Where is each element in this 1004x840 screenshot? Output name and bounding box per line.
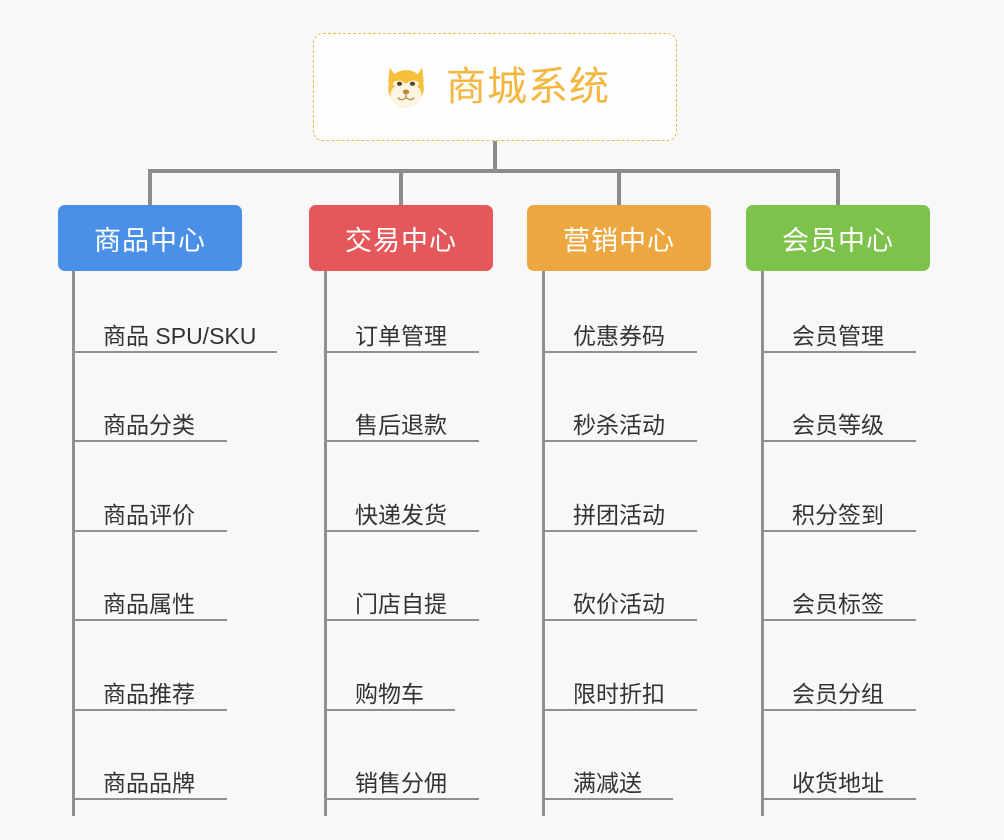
category-header-label: 会员中心 (782, 225, 894, 256)
leaf-item[interactable]: 商品属性 (72, 581, 227, 621)
leaf-item[interactable]: 砍价活动 (542, 581, 697, 621)
leaf-label: 会员管理 (792, 322, 884, 349)
leaf-item[interactable]: 销售分佣 (324, 760, 479, 800)
leaf-label: 积分签到 (792, 501, 884, 528)
connector-drop-4 (836, 169, 840, 207)
leaf-label: 商品品牌 (103, 769, 195, 796)
leaf-item[interactable]: 商品品牌 (72, 760, 227, 800)
leaf-item[interactable]: 限时折扣 (542, 671, 697, 711)
leaf-item[interactable]: 积分签到 (761, 492, 916, 532)
leaf-label: 销售分佣 (355, 769, 447, 796)
leaf-label: 收货地址 (792, 769, 884, 796)
column-spine-1 (72, 271, 75, 816)
leaf-label: 商品推荐 (103, 680, 195, 707)
leaf-label: 限时折扣 (573, 680, 665, 707)
leaf-label: 优惠券码 (573, 322, 665, 349)
leaf-item[interactable]: 商品 SPU/SKU (72, 313, 277, 353)
category-header-label: 商品中心 (94, 225, 206, 256)
leaf-item[interactable]: 拼团活动 (542, 492, 697, 532)
root-node-title: 商城系统 (446, 65, 610, 109)
connector-root-trunk (493, 141, 497, 171)
column-spine-4 (761, 271, 764, 816)
leaf-label: 砍价活动 (573, 590, 665, 617)
leaf-item[interactable]: 购物车 (324, 671, 455, 711)
leaf-item[interactable]: 会员等级 (761, 402, 916, 442)
leaf-item[interactable]: 秒杀活动 (542, 402, 697, 442)
leaf-label: 拼团活动 (573, 501, 665, 528)
leaf-label: 会员分组 (792, 680, 884, 707)
leaf-label: 订单管理 (355, 322, 447, 349)
leaf-item[interactable]: 商品评价 (72, 492, 227, 532)
leaf-item[interactable]: 优惠券码 (542, 313, 697, 353)
leaf-item[interactable]: 收货地址 (761, 760, 916, 800)
leaf-label: 商品分类 (103, 411, 195, 438)
leaf-item[interactable]: 门店自提 (324, 581, 479, 621)
leaf-item[interactable]: 会员标签 (761, 581, 916, 621)
root-node-shop-system[interactable]: 商城系统 (313, 33, 677, 141)
leaf-label: 会员标签 (792, 590, 884, 617)
leaf-label: 满减送 (573, 769, 642, 796)
connector-drop-2 (399, 169, 403, 207)
connector-drop-1 (148, 169, 152, 207)
category-header-member-center[interactable]: 会员中心 (746, 205, 930, 271)
leaf-item[interactable]: 商品推荐 (72, 671, 227, 711)
leaf-label: 秒杀活动 (573, 411, 665, 438)
leaf-label: 会员等级 (792, 411, 884, 438)
leaf-item[interactable]: 售后退款 (324, 402, 479, 442)
category-header-trade-center[interactable]: 交易中心 (309, 205, 493, 271)
connector-drop-3 (617, 169, 621, 207)
leaf-label: 售后退款 (355, 411, 447, 438)
connector-horizontal-bus (149, 169, 839, 173)
category-header-product-center[interactable]: 商品中心 (58, 205, 242, 271)
leaf-item[interactable]: 订单管理 (324, 313, 479, 353)
leaf-label: 商品评价 (103, 501, 195, 528)
leaf-label: 门店自提 (355, 590, 447, 617)
category-header-label: 交易中心 (345, 225, 457, 256)
column-spine-2 (324, 271, 327, 816)
leaf-item[interactable]: 商品分类 (72, 402, 227, 442)
leaf-label: 商品属性 (103, 590, 195, 617)
category-header-label: 营销中心 (563, 225, 675, 256)
column-spine-3 (542, 271, 545, 816)
leaf-item[interactable]: 满减送 (542, 760, 673, 800)
leaf-label: 商品 SPU/SKU (103, 322, 257, 349)
shiba-dog-face-icon (388, 67, 424, 109)
category-header-marketing-center[interactable]: 营销中心 (527, 205, 711, 271)
leaf-item[interactable]: 会员管理 (761, 313, 916, 353)
leaf-label: 购物车 (355, 680, 424, 707)
leaf-item[interactable]: 快递发货 (324, 492, 479, 532)
leaf-label: 快递发货 (355, 501, 447, 528)
leaf-item[interactable]: 会员分组 (761, 671, 916, 711)
